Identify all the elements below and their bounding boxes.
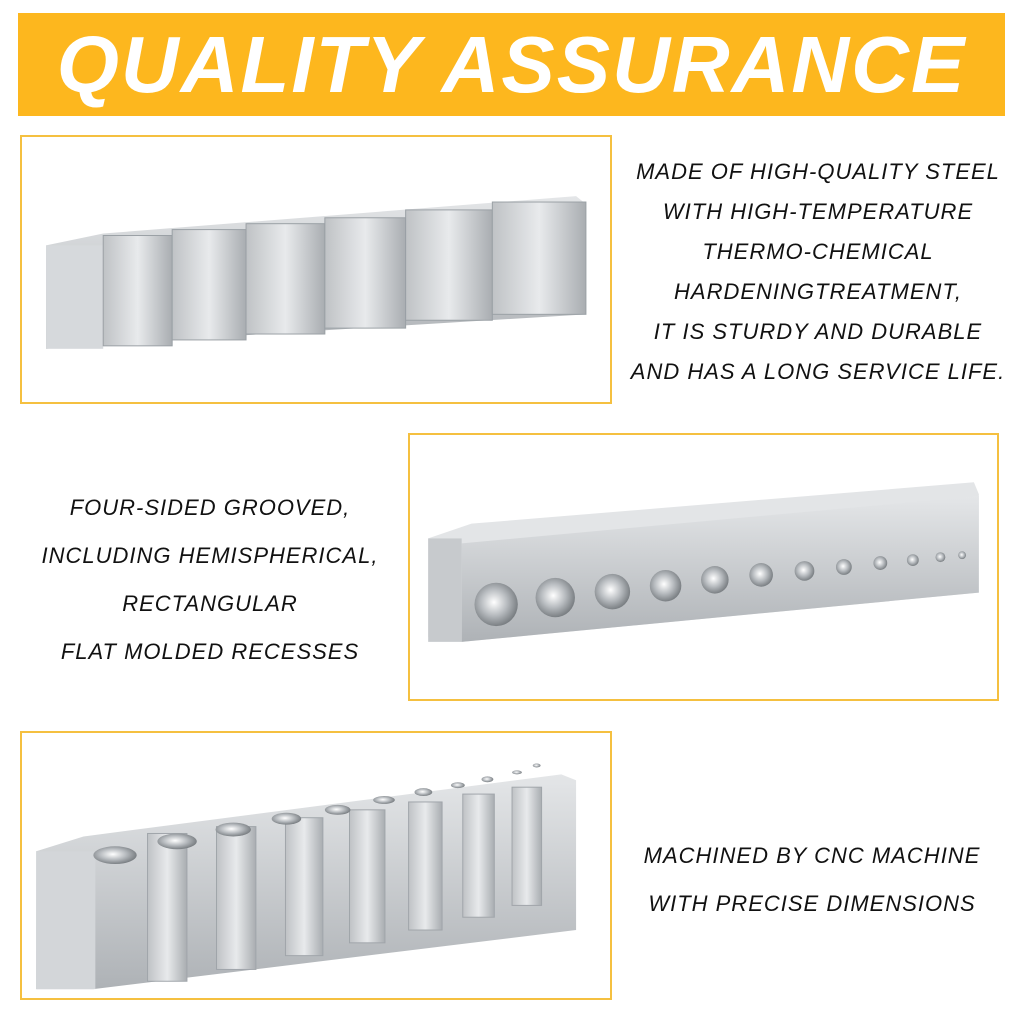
description-line: IT IS STURDY AND DURABLE [653, 319, 983, 344]
description-line: FLAT MOLDED RECESSES [60, 639, 360, 664]
description-line: MACHINED BY CNC MACHINE [643, 843, 981, 868]
description-line: MADE OF HIGH-QUALITY STEEL [636, 159, 1000, 184]
steel-block-side-image [46, 196, 587, 349]
description-line: RECTANGULAR [122, 591, 298, 616]
steel-quality-description: MADE OF HIGH-QUALITY STEEL WITH HIGH-TEM… [612, 152, 1024, 392]
groove-description: FOUR-SIDED GROOVED, INCLUDING HEMISPHERI… [10, 484, 410, 676]
description-line: HARDENINGTREATMENT, [674, 279, 962, 304]
title-banner: QUALITY ASSURANCE [18, 13, 1005, 116]
banner-title: QUALITY ASSURANCE [56, 19, 967, 109]
product-image-side-view [20, 135, 612, 404]
description-line: WITH HIGH-TEMPERATURE [662, 199, 974, 224]
description-line: FOUR-SIDED GROOVED, [69, 495, 351, 520]
description-line: WITH PRECISE DIMENSIONS [648, 891, 976, 916]
steel-block-hemisphere-image [428, 482, 979, 642]
description-line: THERMO-CHEMICAL [702, 239, 934, 264]
product-image-top-view [20, 731, 612, 1000]
cnc-description: MACHINED BY CNC MACHINE WITH PRECISE DIM… [612, 832, 1012, 928]
steel-block-top-image [36, 763, 577, 990]
description-line: AND HAS A LONG SERVICE LIFE. [630, 359, 1006, 384]
product-image-hemisphere-view [408, 433, 999, 701]
description-line: INCLUDING HEMISPHERICAL, [41, 543, 379, 568]
